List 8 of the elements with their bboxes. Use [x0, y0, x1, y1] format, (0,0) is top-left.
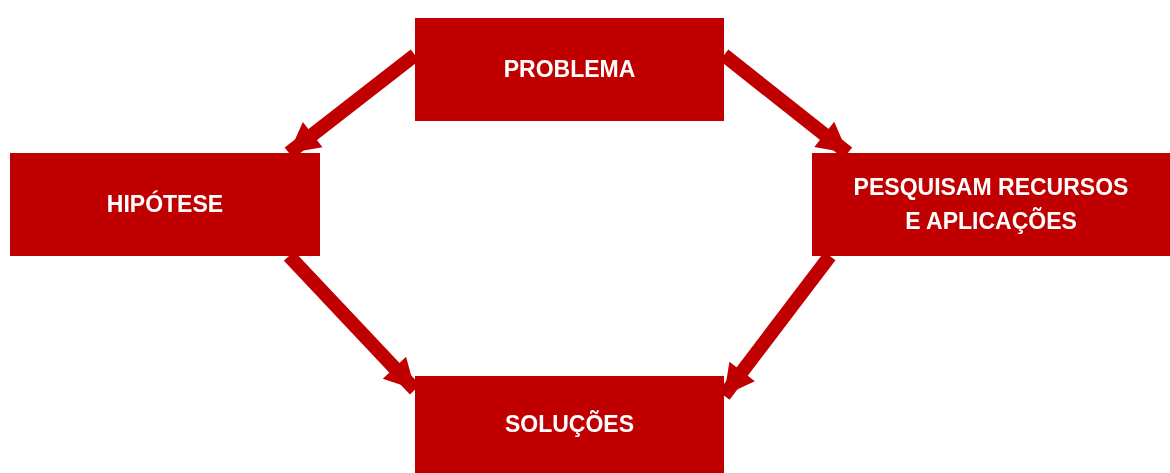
- process-box: [415, 18, 724, 121]
- box-label: PESQUISAM RECURSOS E APLICAÇÕES: [852, 173, 1130, 236]
- process-box: [812, 153, 1170, 256]
- box-label: PROBLEMA: [503, 54, 636, 84]
- box-label: HIPÓTESE: [106, 189, 224, 219]
- box-label: SOLUÇÕES: [504, 409, 635, 439]
- process-box: [10, 153, 320, 256]
- process-box: [415, 376, 724, 473]
